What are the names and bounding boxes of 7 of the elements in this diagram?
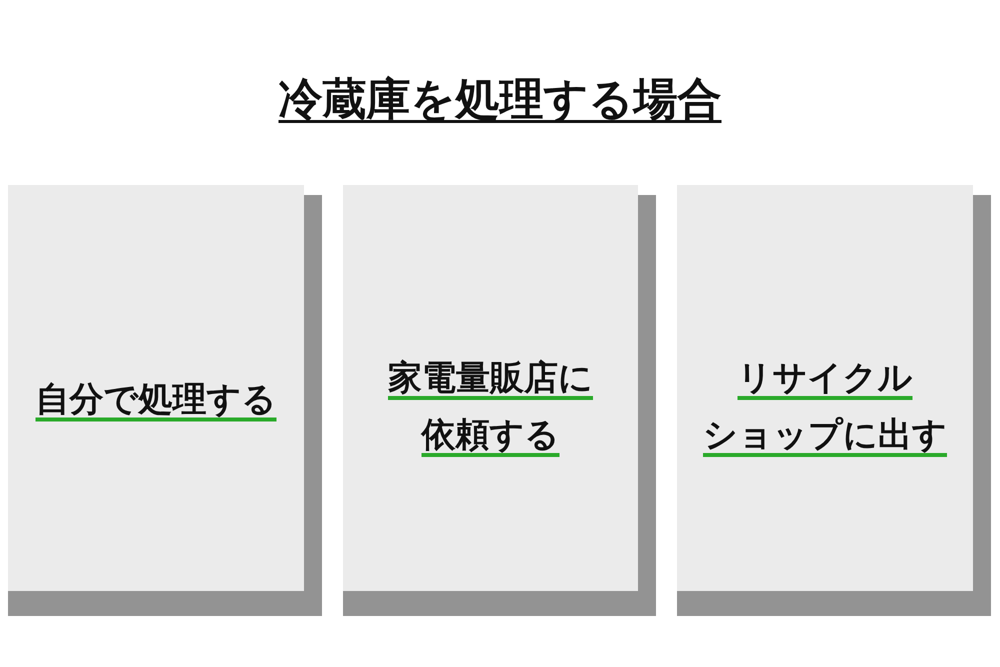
option-label: 家電量販店に依頼する bbox=[388, 357, 593, 457]
option-card bbox=[8, 185, 304, 591]
title: 冷蔵庫を処理する場合 bbox=[278, 74, 722, 127]
option-card bbox=[677, 185, 973, 591]
option-card bbox=[343, 185, 638, 591]
option-label: リサイクルショップに出す bbox=[703, 357, 947, 457]
option-label: 自分で処理する bbox=[36, 378, 276, 422]
